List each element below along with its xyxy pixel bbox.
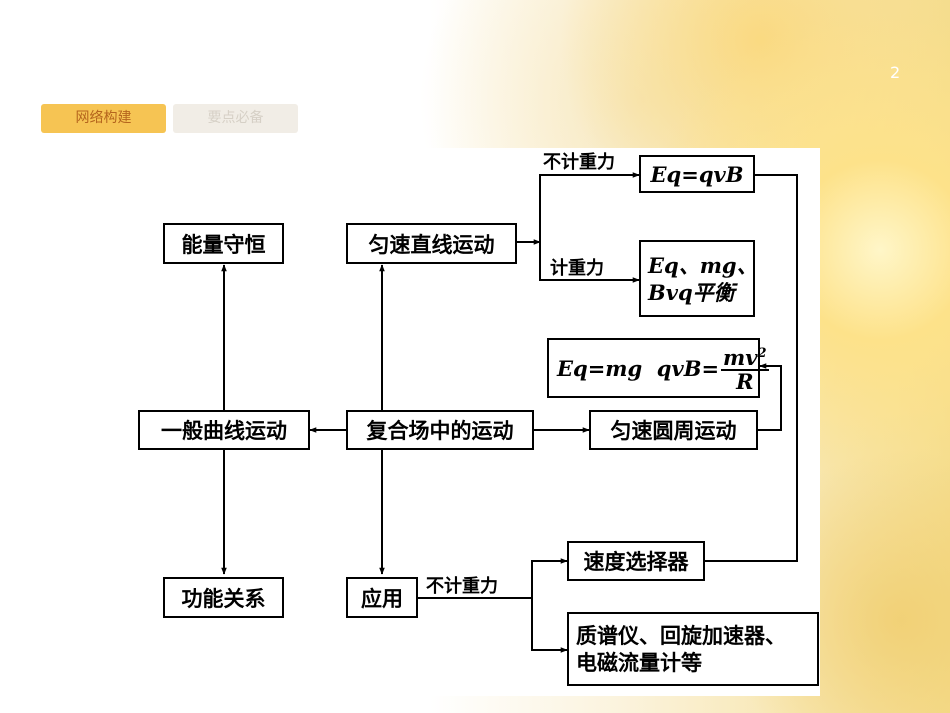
label-with-gravity: 计重力 [550,258,604,279]
composite-field-motion-box: 复合场中的运动 [346,410,534,450]
edge-selector-to-eqqvb [705,174,798,562]
edge-circular-to-formula [758,363,782,431]
page-number: 2 [890,63,901,82]
force-balance-box: Eq、mg、 Bvq平衡 [639,240,758,317]
devices-box: 质谱仪、回旋加速器、 电磁流量计等 [567,612,819,686]
eq-qvb-box: Eq=qvB [639,155,755,193]
devices-line-1: 质谱仪、回旋加速器、 [576,623,786,648]
circular-formula-fraction: mv2 R [721,343,769,394]
application-box: 应用 [346,577,418,618]
edge-application-to-selector [531,558,568,598]
work-energy-box: 功能关系 [163,577,284,618]
edge-linear-to-eqqvb [539,172,640,242]
tab-key-points[interactable]: 要点必备 [173,104,298,133]
circular-formula-left: Eq=mg qvB= [557,355,720,381]
general-curve-motion-box: 一般曲线运动 [138,410,310,450]
force-balance-line-2: Bvq平衡 [648,279,735,305]
devices-line-2: 电磁流量计等 [576,650,702,675]
uniform-circular-motion-box: 匀速圆周运动 [589,410,758,450]
edge-application-to-devices [531,598,568,653]
tab-network-construction[interactable]: 网络构建 [41,104,166,133]
label-no-gravity-bottom: 不计重力 [426,576,498,597]
velocity-selector-box: 速度选择器 [567,541,705,581]
energy-conservation-box: 能量守恒 [163,223,284,264]
circular-formula-box: Eq=mg qvB= mv2 R [547,338,769,398]
fraction-numerator: mv2 [721,345,769,371]
edge-linear-to-balance [539,242,640,283]
label-no-gravity-top: 不计重力 [543,152,615,173]
fraction-denominator: R [736,369,754,394]
force-balance-line-1: Eq、mg、 [648,252,758,278]
uniform-linear-motion-box: 匀速直线运动 [346,223,517,264]
